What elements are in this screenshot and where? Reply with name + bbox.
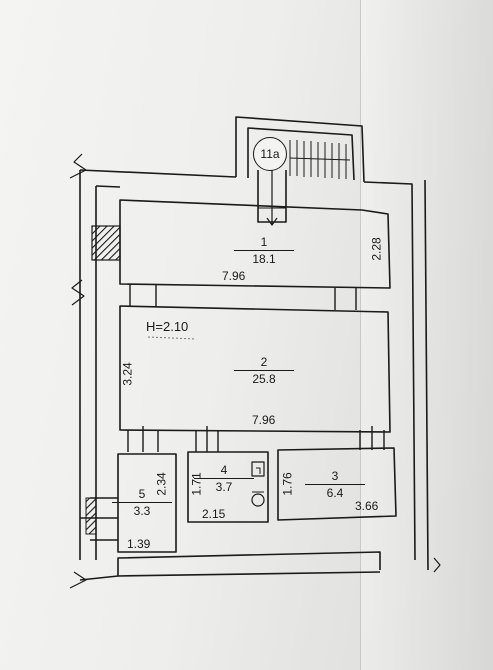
room-1-area: 18.1 — [234, 250, 294, 265]
room-3-area: 6.4 — [305, 484, 365, 499]
toilet-symbol — [251, 493, 265, 507]
room-3-number: 3 — [331, 469, 339, 483]
room-2-area: 25.8 — [234, 370, 294, 385]
room-4-outline — [187, 451, 269, 523]
stair-inner — [247, 127, 355, 181]
door-openings — [127, 284, 385, 452]
room-4-label: 4 3.7 — [194, 464, 254, 493]
room-4-width-dim: 2.15 — [202, 507, 226, 521]
ceiling-height-label: H=2.10 — [146, 319, 189, 334]
hatched-column-top — [91, 225, 121, 261]
room-1-depth-dim: 2.28 — [369, 237, 384, 261]
room-1-number: 1 — [260, 235, 268, 249]
stair-tag-circle: 11a — [253, 137, 287, 171]
room-2-width-dim: 7.96 — [252, 413, 276, 427]
room-3-width-dim: 3.66 — [355, 499, 379, 513]
room-5-number: 5 — [138, 487, 146, 501]
room-5-area: 3.3 — [112, 502, 172, 517]
hatched-column-bottom — [85, 497, 97, 535]
stair-enclosure — [235, 116, 365, 183]
room-5-width-dim: 1.39 — [127, 537, 151, 551]
room-3-depth-dim: 1.76 — [280, 472, 295, 496]
room-2-number: 2 — [260, 355, 268, 369]
room-4-number: 4 — [220, 463, 228, 477]
room-2-outline — [119, 305, 391, 433]
outer-wall — [79, 169, 237, 178]
room-5-label: 5 3.3 — [112, 488, 172, 517]
room-1-outline — [119, 199, 391, 289]
room-4-depth-dim: 1.71 — [189, 472, 204, 496]
stair-treads — [289, 140, 351, 179]
room-3-outline — [277, 447, 397, 521]
stair-tag-label: 11a — [260, 147, 280, 161]
room-1-width-dim: 7.96 — [222, 269, 246, 283]
room-4-area: 3.7 — [194, 478, 254, 493]
outer-wall-bottom — [79, 551, 381, 581]
room-5-depth-dim: 2.34 — [154, 472, 169, 496]
room-5-outline — [117, 453, 177, 553]
room-1-label: 1 18.1 — [234, 236, 294, 265]
room-2-depth-dim: 3.24 — [120, 362, 135, 386]
room-2-label: 2 25.8 — [234, 356, 294, 385]
room-3-label: 3 6.4 — [305, 470, 365, 499]
